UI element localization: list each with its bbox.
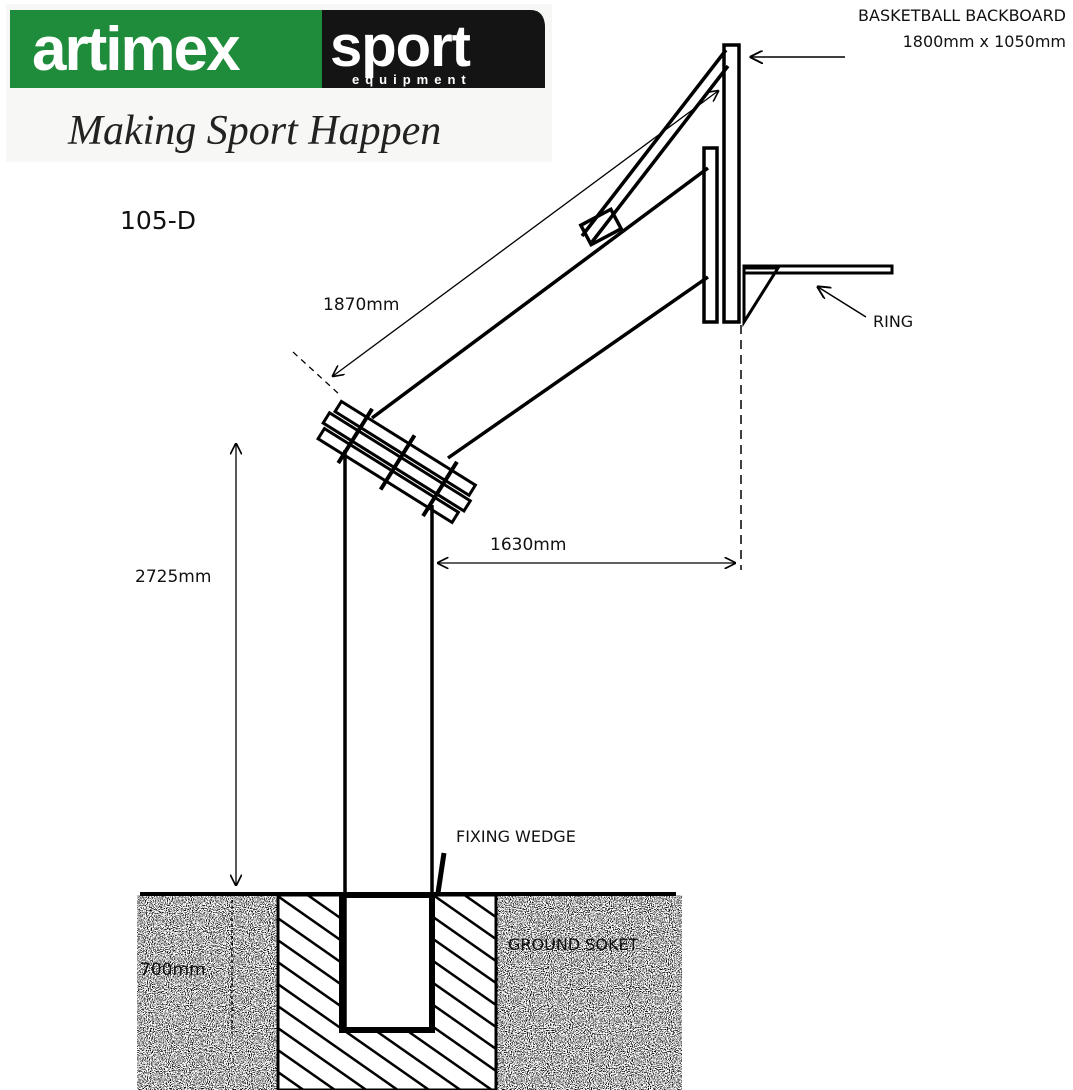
ring-hoop bbox=[742, 264, 894, 275]
hinge-bolt-3 bbox=[421, 460, 459, 518]
ground-soil-right-texture bbox=[496, 895, 682, 1090]
hinge-bolt-1 bbox=[336, 407, 374, 465]
label-backboard-size: 1800mm x 1050mm bbox=[903, 32, 1066, 51]
logo-brand-sub: equipment bbox=[352, 72, 472, 87]
boom-upper-edge bbox=[370, 166, 710, 420]
label-fixing-wedge: FIXING WEDGE bbox=[456, 827, 576, 846]
boom-lower-edge bbox=[447, 275, 709, 460]
hinge-plates bbox=[316, 399, 478, 525]
label-height: 2725mm bbox=[135, 567, 211, 587]
ring-bracket bbox=[742, 266, 781, 328]
callouts bbox=[751, 57, 867, 318]
backboard-panel bbox=[722, 43, 741, 324]
logo-tagline: Making Sport Happen bbox=[67, 108, 441, 154]
ground bbox=[137, 892, 682, 1090]
logo-brand-right: sport bbox=[330, 14, 471, 79]
label-ring: RING bbox=[873, 312, 913, 331]
label-depth: 700mm bbox=[140, 960, 206, 980]
ground-soil-left-texture bbox=[137, 895, 277, 1090]
hinge-bolt-2 bbox=[378, 434, 417, 491]
dim-arm-extension bbox=[292, 351, 341, 396]
fixing-wedge bbox=[435, 852, 447, 894]
brand-logo: artimex sport equipment Making Sport Hap… bbox=[6, 4, 552, 162]
dimensions bbox=[232, 91, 742, 1034]
logo-brand-left: artimex bbox=[32, 15, 241, 84]
label-reach: 1630mm bbox=[490, 535, 566, 555]
label-ground-socket: GROUND SOKET bbox=[508, 935, 639, 954]
logo-banner-dark bbox=[322, 10, 545, 88]
dim-arm-length bbox=[333, 91, 718, 376]
backboard bbox=[702, 43, 741, 324]
ground-socket-hole bbox=[339, 892, 435, 1033]
backboard-frame bbox=[702, 146, 719, 324]
post bbox=[343, 450, 447, 1028]
ring bbox=[742, 264, 894, 328]
ring-callout-arrow bbox=[818, 287, 867, 318]
label-backboard: BASKETBALL BACKBOARD bbox=[858, 6, 1066, 25]
model-number: 105-D bbox=[120, 206, 196, 235]
label-arm-length: 1870mm bbox=[323, 295, 399, 315]
